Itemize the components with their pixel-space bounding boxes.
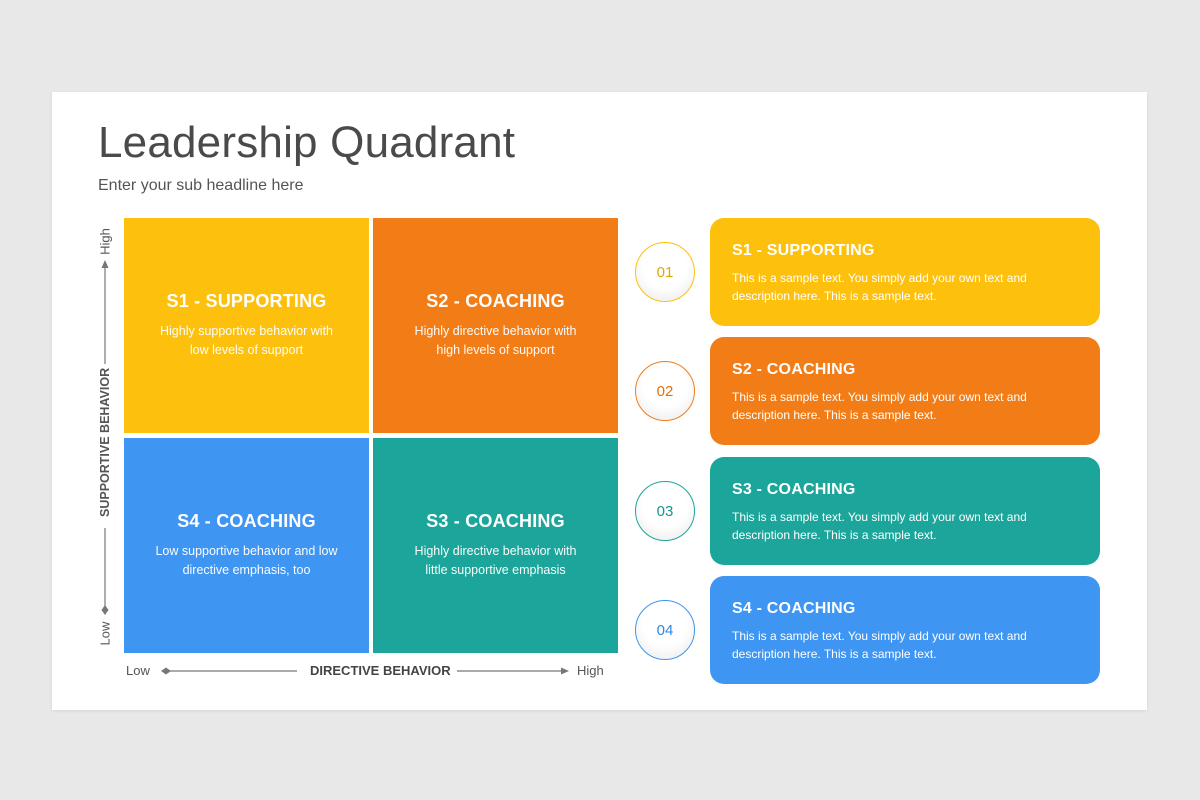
number-badge-02: 02 [635, 361, 695, 421]
list-card-s2: S2 - COACHING This is a sample text. You… [710, 337, 1100, 445]
quadrant-description: Highly supportive behavior with low leve… [160, 322, 333, 360]
quadrant-s2: S2 - COACHING Highly directive behavior … [373, 218, 618, 433]
card-desc-line: This is a sample text. You simply add yo… [732, 629, 1027, 643]
y-axis-high-label: High [97, 228, 113, 255]
quadrant-desc-line: Highly directive behavior with [414, 544, 577, 558]
y-axis-arrow-icon [101, 260, 109, 268]
card-description: This is a sample text. You simply add yo… [732, 627, 1078, 663]
x-axis-low-label: Low [126, 663, 150, 678]
card-desc-line: This is a sample text. You simply add yo… [732, 390, 1027, 404]
list-card-s1: S1 - SUPPORTING This is a sample text. Y… [710, 218, 1100, 326]
quadrant-title: S1 - SUPPORTING [166, 291, 327, 311]
card-desc-line: description here. This is a sample text. [732, 528, 937, 542]
quadrant-s1: S1 - SUPPORTING Highly supportive behavi… [124, 218, 369, 433]
card-desc-line: description here. This is a sample text. [732, 289, 937, 303]
quadrant-desc-line: Low supportive behavior and low [155, 544, 338, 558]
slide-subtitle: Enter your sub headline here [98, 177, 304, 194]
slide: Leadership Quadrant Enter your sub headl… [52, 92, 1147, 710]
card-desc-line: description here. This is a sample text. [732, 408, 937, 422]
number-badge-04: 04 [635, 600, 695, 660]
quadrant-desc-line: high levels of support [436, 343, 555, 357]
list-card-s3: S3 - COACHING This is a sample text. You… [710, 457, 1100, 565]
list-card-s4: S4 - COACHING This is a sample text. You… [710, 576, 1100, 684]
number-badge-01: 01 [635, 242, 695, 302]
quadrant-desc-line: Highly supportive behavior with [159, 324, 333, 338]
x-axis-title: DIRECTIVE BEHAVIOR [310, 663, 451, 678]
card-title: S3 - COACHING [732, 481, 856, 498]
number-badge-03: 03 [635, 481, 695, 541]
quadrant-desc-line: Highly directive behavior with [414, 324, 577, 338]
card-description: This is a sample text. You simply add yo… [732, 508, 1078, 544]
quadrant-title: S3 - COACHING [426, 511, 565, 531]
quadrant-title: S2 - COACHING [426, 291, 565, 311]
x-axis-high-label: High [577, 663, 604, 678]
quadrant-description: Highly directive behavior with little su… [415, 542, 577, 580]
y-axis-title: SUPPORTIVE BEHAVIOR [98, 367, 112, 517]
card-desc-line: This is a sample text. You simply add yo… [732, 271, 1027, 285]
card-desc-line: This is a sample text. You simply add yo… [732, 510, 1027, 524]
card-title: S2 - COACHING [732, 361, 856, 378]
card-desc-line: description here. This is a sample text. [732, 647, 937, 661]
quadrant-description: Highly directive behavior with high leve… [415, 322, 577, 360]
quadrant-desc-line: low levels of support [189, 343, 304, 357]
card-title: S4 - COACHING [732, 600, 856, 617]
card-title: S1 - SUPPORTING [732, 242, 875, 259]
quadrant-description: Low supportive behavior and low directiv… [155, 542, 337, 580]
axis-lines [101, 260, 569, 675]
slide-title: Leadership Quadrant [98, 118, 516, 167]
quadrant-title: S4 - COACHING [177, 511, 316, 531]
card-description: This is a sample text. You simply add yo… [732, 269, 1078, 305]
quadrant-s4: S4 - COACHING Low supportive behavior an… [124, 438, 369, 653]
quadrant-desc-line: directive emphasis, too [182, 563, 311, 577]
x-axis-arrow-icon [561, 667, 569, 675]
x-axis-diamond-icon [161, 667, 171, 675]
quadrant-s3: S3 - COACHING Highly directive behavior … [373, 438, 618, 653]
y-axis-diamond-icon [101, 605, 109, 615]
y-axis-low-label: Low [97, 621, 113, 646]
card-description: This is a sample text. You simply add yo… [732, 388, 1078, 424]
quadrant-desc-line: little supportive emphasis [425, 563, 566, 577]
